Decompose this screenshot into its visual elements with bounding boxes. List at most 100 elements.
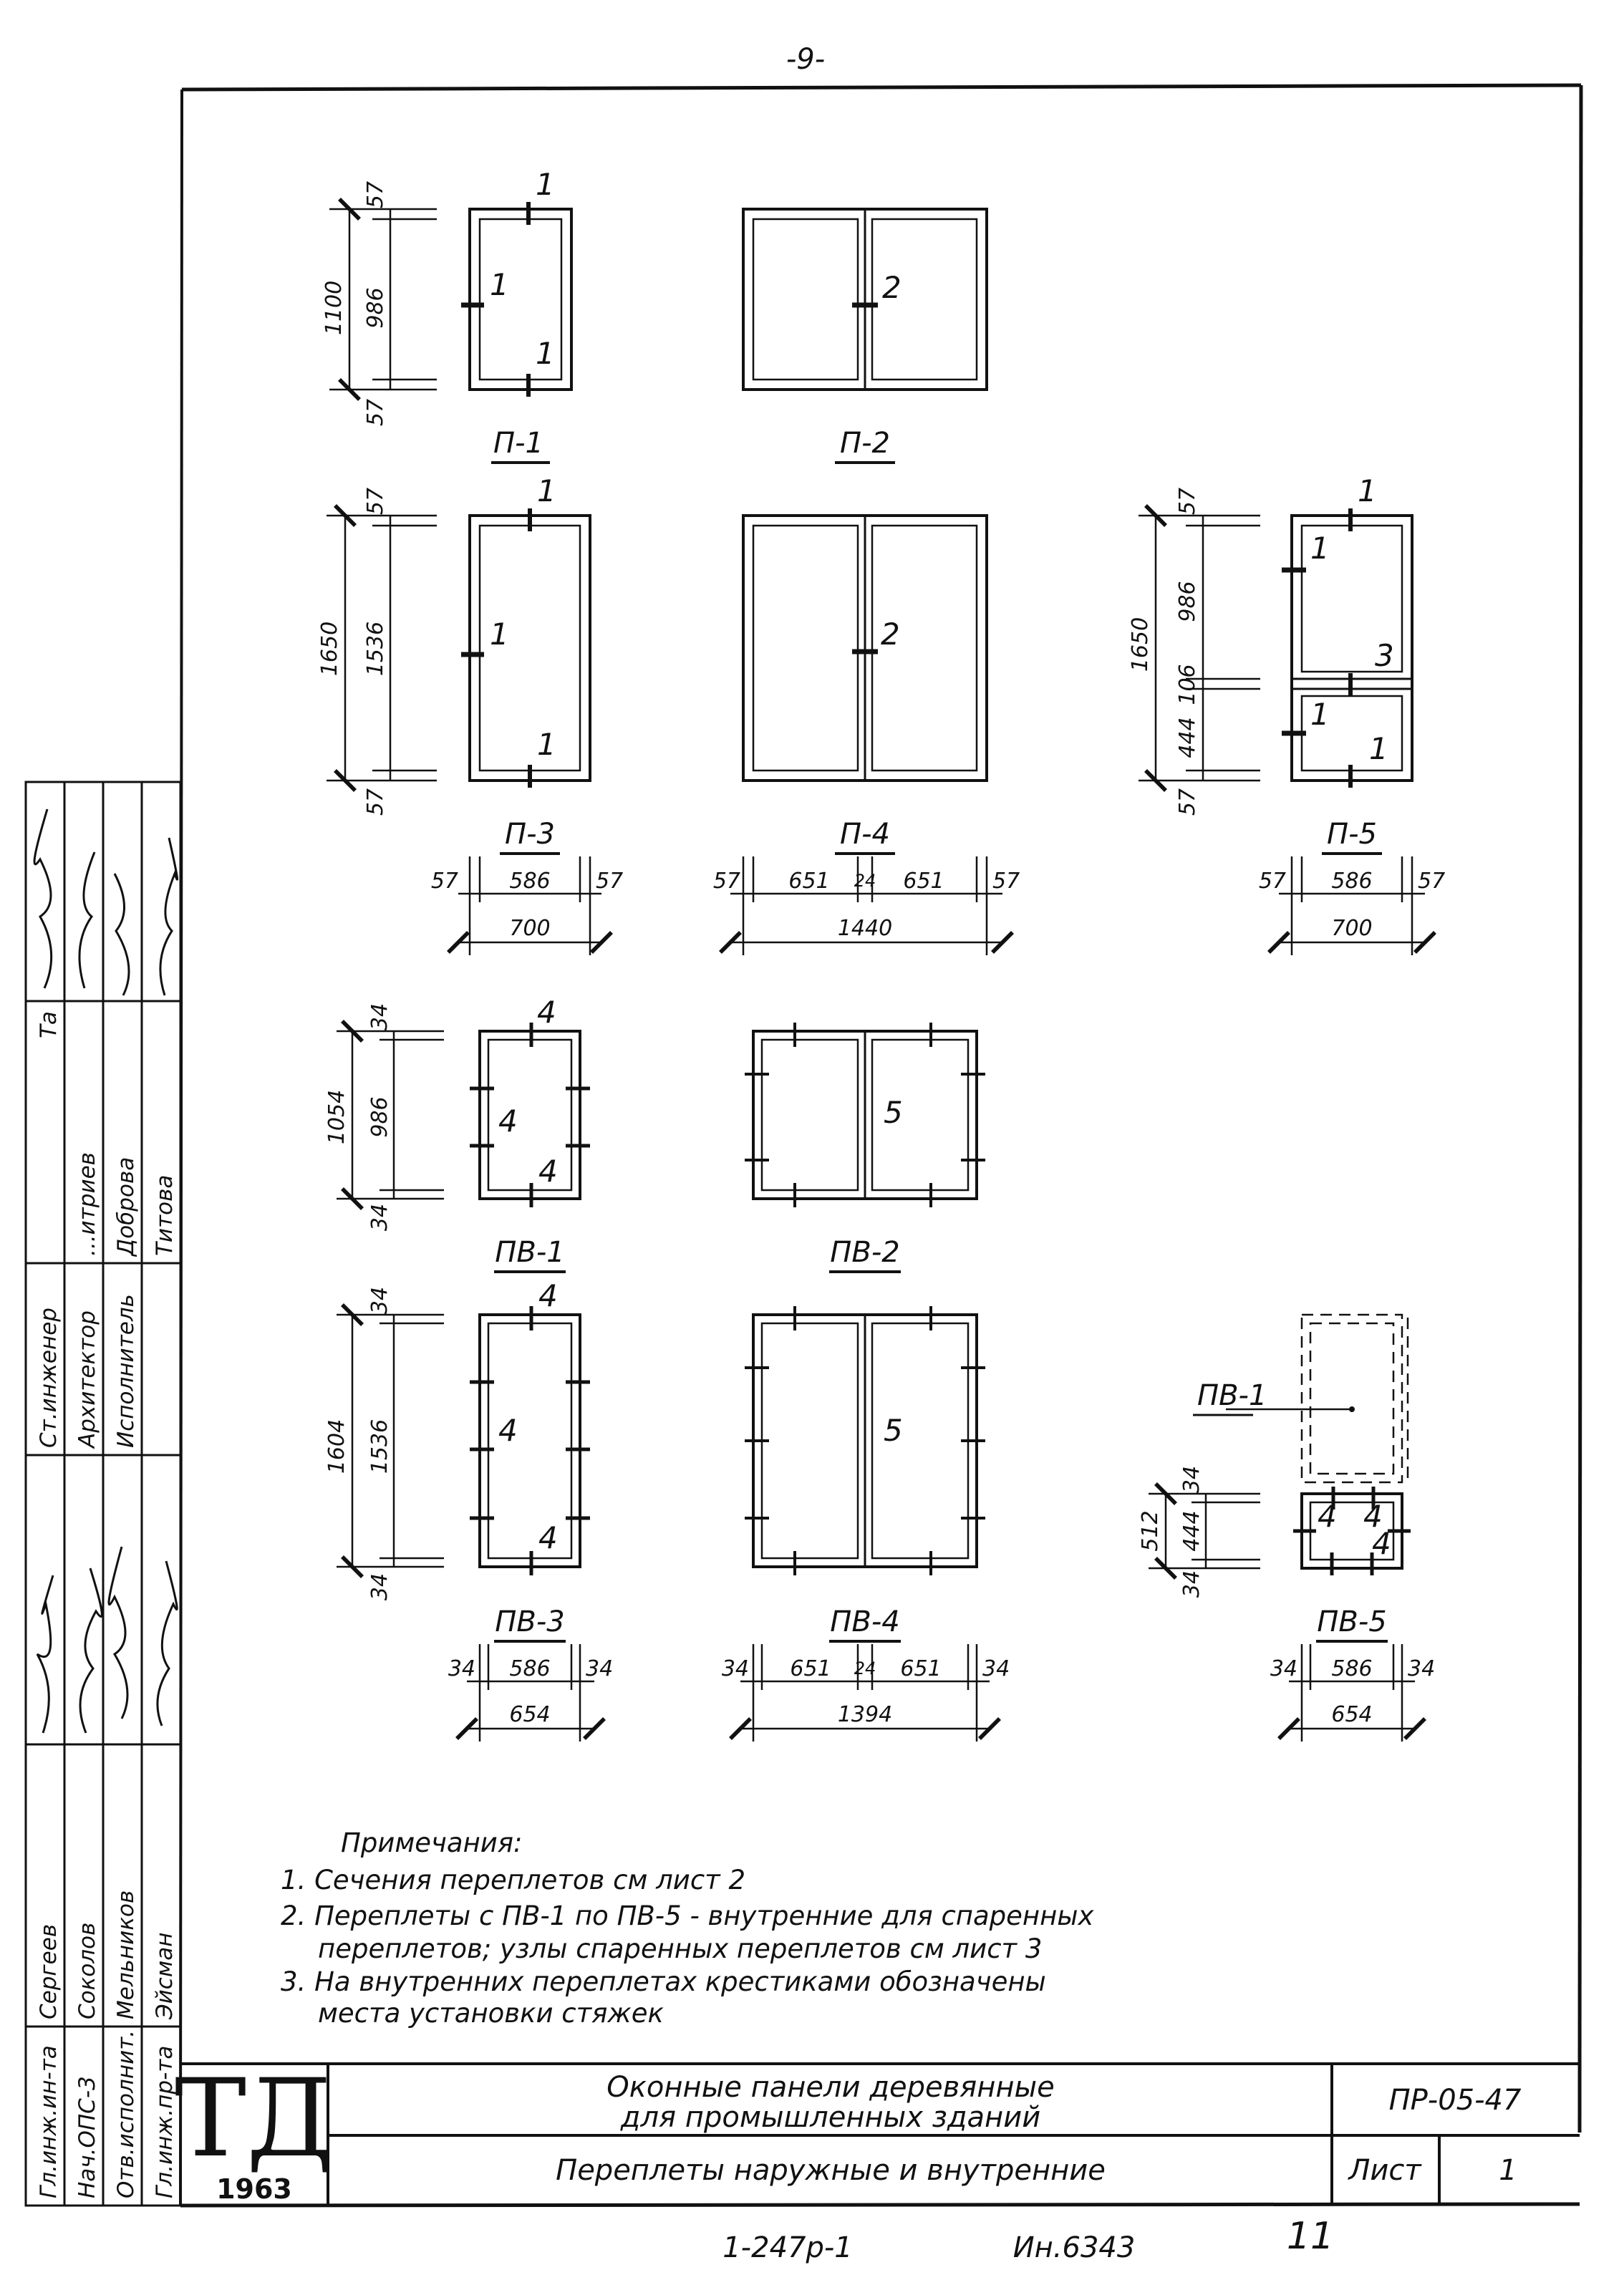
note-line: переплетов; узлы спаренных переплетов см… bbox=[318, 1933, 1042, 1964]
dim-pv4-w-total: 1394 bbox=[838, 1702, 892, 1727]
bottom-inv: Ин.6343 bbox=[1013, 2231, 1136, 2264]
title-line1: Оконные панели деревянные bbox=[606, 2071, 1054, 2104]
dim-p5-w-left: 57 bbox=[1259, 869, 1286, 894]
label-p4: П-4 bbox=[840, 818, 890, 851]
window-pv5-ghost bbox=[1300, 1313, 1409, 1485]
dim-pv3-w-left: 34 bbox=[448, 1656, 475, 1681]
node-mark: 1 bbox=[1358, 473, 1377, 508]
dim-p5-vertical bbox=[1139, 504, 1260, 792]
note-line: 2. Переплеты с ПВ-1 по ПВ-5 - внутренние… bbox=[281, 1900, 1095, 1931]
dim-pv3-w-inner: 586 bbox=[509, 1656, 550, 1681]
stamp-role2: Ст.инженер bbox=[36, 1308, 62, 1448]
stamp-name: Сергеев bbox=[36, 1924, 62, 2019]
dim-pv5-inner: 444 bbox=[1179, 1510, 1204, 1551]
subtitle: Переплеты наружные и внутренние bbox=[556, 2154, 1106, 2187]
dim-p3-frame-top: 57 bbox=[363, 488, 388, 515]
dim-pv5-w-right: 34 bbox=[1408, 1656, 1435, 1681]
dim-pv1-total: 1054 bbox=[324, 1090, 349, 1144]
note-line: места установки стяжек bbox=[318, 1998, 664, 2029]
note-line: 3. На внутренних переплетах крестиками о… bbox=[281, 1966, 1046, 1997]
window-p2 bbox=[742, 208, 988, 391]
node-mark: 4 bbox=[498, 1103, 518, 1139]
dim-p1-inner: 986 bbox=[363, 287, 388, 328]
notes-heading: Примечания: bbox=[341, 1827, 523, 1858]
dim-p4-w-a: 651 bbox=[788, 869, 829, 894]
stamp-dept: Та bbox=[36, 1011, 62, 1038]
stamp-name: Эйсман bbox=[152, 1933, 178, 2021]
stamp-name: Мельников bbox=[113, 1890, 139, 2019]
dim-pv5-frame-top: 34 bbox=[1179, 1466, 1204, 1493]
node-mark: 2 bbox=[881, 617, 900, 652]
window-pv3 bbox=[470, 1306, 590, 1575]
bottom-code: 1-247р-1 bbox=[722, 2231, 853, 2264]
dim-pv5-frame-bottom: 34 bbox=[1179, 1570, 1204, 1598]
dim-pv5-w-inner: 586 bbox=[1331, 1656, 1372, 1681]
dim-p4-horizontal bbox=[719, 856, 1014, 955]
stamp-name2: ...итриев bbox=[74, 1152, 100, 1256]
dim-p3-total: 1650 bbox=[317, 622, 342, 676]
signatures bbox=[33, 808, 179, 1734]
bottom-num: 11 bbox=[1287, 2215, 1334, 2258]
dim-p1-total: 1100 bbox=[322, 281, 347, 335]
node-mark: 4 bbox=[498, 1413, 518, 1448]
sheet-number: 1 bbox=[1499, 2154, 1517, 2187]
dim-p1-frame-bottom: 57 bbox=[363, 399, 388, 426]
dim-p5-w-inner: 586 bbox=[1331, 869, 1372, 894]
window-pv1 bbox=[470, 1023, 590, 1207]
note-line: 1. Сечения переплетов см лист 2 bbox=[281, 1865, 745, 1895]
dim-p3-horizontal bbox=[447, 856, 613, 955]
label-pv5-ref: ПВ-1 bbox=[1197, 1379, 1267, 1412]
node-mark: 1 bbox=[1310, 531, 1330, 566]
dim-pv3-w-total: 654 bbox=[509, 1702, 550, 1727]
node-mark: 1 bbox=[536, 167, 555, 202]
node-mark: 4 bbox=[537, 995, 556, 1030]
dim-pv1-vertical bbox=[337, 1020, 444, 1210]
node-mark: 1 bbox=[1369, 731, 1388, 766]
dim-p4-w-b: 651 bbox=[903, 869, 944, 894]
label-pv1: ПВ-1 bbox=[495, 1236, 564, 1269]
dim-pv5-w-total: 654 bbox=[1331, 1702, 1372, 1727]
dim-p4-w-left: 57 bbox=[713, 869, 740, 894]
dim-pv3-vertical bbox=[337, 1303, 444, 1578]
stamp-text: Гл.инж.ин-та Нач.ОПС-3 Отв.исполнит. Гл.… bbox=[36, 1011, 178, 2198]
node-mark: 4 bbox=[1363, 1499, 1383, 1534]
window-p1 bbox=[461, 202, 573, 397]
dim-p1-frame-top: 57 bbox=[363, 181, 388, 208]
dim-pv5-horizontal bbox=[1277, 1644, 1426, 1742]
dim-pv1-frame-top: 34 bbox=[367, 1003, 392, 1030]
window-p4 bbox=[742, 514, 988, 782]
label-pv5: ПВ-5 bbox=[1317, 1605, 1386, 1638]
approval-stamp bbox=[24, 781, 182, 2207]
node-mark: 4 bbox=[538, 1278, 558, 1313]
window-pv2 bbox=[745, 1023, 985, 1207]
stamp-role: Гл.инж.пр-та bbox=[152, 2046, 178, 2198]
stamp-role: Гл.инж.ин-та bbox=[36, 2045, 62, 2198]
dim-pv3-inner: 1536 bbox=[367, 1419, 392, 1474]
dim-p5-horizontal bbox=[1267, 856, 1436, 955]
dim-pv4-w-right: 34 bbox=[982, 1656, 1010, 1681]
dim-pv3-total: 1604 bbox=[324, 1419, 349, 1474]
dim-pv4-horizontal bbox=[729, 1644, 1001, 1742]
dim-p1-vertical bbox=[329, 198, 437, 401]
label-pv3: ПВ-3 bbox=[495, 1605, 564, 1638]
dim-p5-frame-top: 57 bbox=[1175, 488, 1200, 515]
dim-pv4-w-b: 651 bbox=[900, 1656, 941, 1681]
dim-pv5-w-left: 34 bbox=[1270, 1656, 1297, 1681]
dim-pv1-frame-bottom: 34 bbox=[367, 1204, 392, 1231]
dim-pv4-w-a: 651 bbox=[790, 1656, 831, 1681]
node-mark: 4 bbox=[1318, 1499, 1337, 1534]
node-mark: 5 bbox=[884, 1413, 903, 1448]
node-mark: 4 bbox=[1372, 1526, 1391, 1561]
year: 1963 bbox=[216, 2173, 292, 2205]
stamp-role2: Исполнитель bbox=[113, 1294, 139, 1448]
label-p3: П-3 bbox=[505, 818, 555, 851]
label-p2: П-2 bbox=[840, 427, 890, 460]
stamp-role2: Архитектор bbox=[74, 1310, 100, 1449]
stamp-name2: Доброва bbox=[113, 1157, 139, 1257]
window-pv5 bbox=[1293, 1487, 1411, 1575]
dim-pv5-vertical bbox=[1149, 1482, 1260, 1580]
logo: ТД bbox=[175, 2057, 334, 2181]
node-mark: 4 bbox=[538, 1520, 558, 1555]
dim-p3-inner: 1536 bbox=[363, 622, 388, 676]
